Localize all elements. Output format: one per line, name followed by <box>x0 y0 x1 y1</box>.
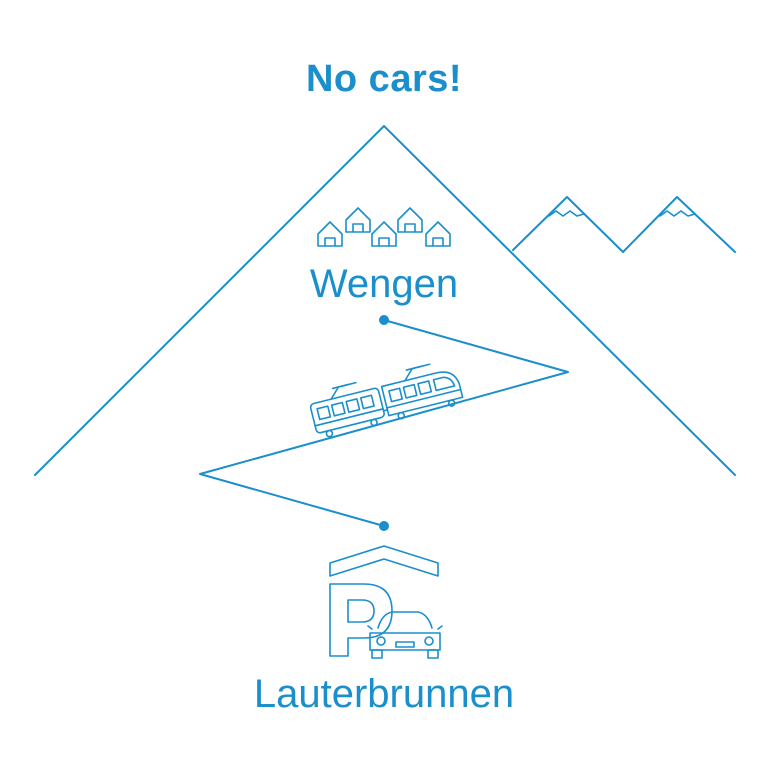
parking-roof-icon <box>329 545 439 577</box>
railway-route <box>199 319 569 527</box>
parking-p-icon <box>329 583 393 657</box>
houses-icon <box>317 207 451 247</box>
lauterbrunnen-station-dot <box>379 521 389 531</box>
car-icon <box>367 611 443 659</box>
snowcap-right <box>659 210 696 217</box>
wengen-label: Wengen <box>309 262 459 306</box>
title: No cars! <box>305 58 463 100</box>
main-mountain <box>34 125 736 476</box>
snowcap-left <box>548 210 585 217</box>
train-icon <box>309 363 464 438</box>
small-mountains <box>512 196 736 253</box>
wengen-station-dot <box>379 315 389 325</box>
lauterbrunnen-label: Lauterbrunnen <box>253 672 515 716</box>
